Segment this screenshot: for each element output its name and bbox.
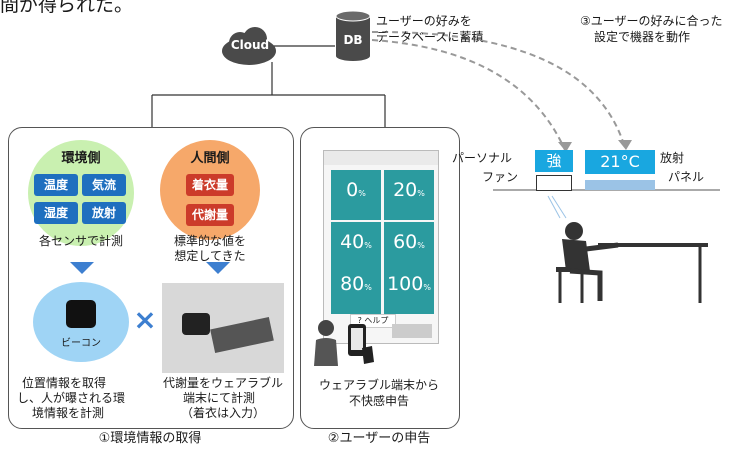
env-caption: 各センサで計測 (38, 234, 123, 248)
tile-0[interactable]: 0% (331, 170, 381, 220)
beacon-device-icon (66, 300, 96, 328)
chip-radiation: 放射 (82, 202, 126, 224)
human-desc-line1: 代謝量をウェアラブル (163, 376, 284, 390)
watch-icon (182, 313, 210, 335)
human-caption-line1: 標準的な値を (173, 234, 246, 248)
human-title: 人間側 (190, 151, 230, 166)
panel-setting-display: 21°C (585, 150, 655, 174)
chip-humidity: 湿度 (34, 202, 78, 224)
user-with-phone-icon (314, 320, 374, 366)
tile-100[interactable]: 100% (384, 264, 434, 314)
tile-60[interactable]: 60% (384, 222, 434, 272)
tile-20[interactable]: 20% (384, 170, 434, 220)
radiant-panel-icon (585, 180, 655, 190)
tile-40[interactable]: 40% (331, 222, 381, 272)
db-label: DB (343, 33, 363, 47)
human-desc-line3: （着衣は入力） (181, 406, 266, 420)
wearable-photo (162, 283, 284, 373)
env-title: 環境側 (61, 151, 101, 166)
beacon-label: ビーコン (61, 338, 101, 349)
seated-person-desk-icon (556, 222, 708, 303)
cloud-icon (222, 27, 276, 65)
env-desc-line3: 境情報を計測 (32, 406, 105, 420)
env-desc-line1: 位置情報を取得 (22, 376, 107, 390)
env-down-arrow (70, 262, 94, 274)
db-note-line1: ユーザーの好みを (376, 14, 472, 28)
cross-mark: × (133, 303, 157, 336)
chip-airflow: 気流 (82, 174, 126, 196)
action-note-line1: ③ユーザーの好みに合った (580, 14, 723, 28)
chip-clothing: 着衣量 (186, 174, 234, 196)
database-icon (335, 10, 371, 61)
wearable-desc-line1: ウェアラブル端末から (318, 378, 439, 392)
panel-label-line1: 放射 (660, 151, 685, 165)
action-note-line2: 設定で機器を動作 (594, 30, 691, 44)
top-text-fragment: 間が得られた。 (0, 0, 134, 16)
section2-label: ②ユーザーの申告 (327, 431, 431, 446)
chip-metabolism: 代謝量 (186, 204, 234, 226)
tile-80[interactable]: 80% (331, 264, 381, 314)
human-caption-line2: 想定してきた (174, 249, 246, 263)
fan-setting-display: 強 (535, 150, 573, 172)
chip-temperature: 温度 (34, 174, 78, 196)
db-note-line2: データベースに蓄積 (376, 30, 484, 44)
fan-device-icon (536, 175, 572, 191)
phone-icon (210, 317, 274, 353)
env-desc-line2: し、人が曝される環 (17, 391, 126, 405)
panel-label-line2: パネル (668, 170, 705, 184)
fan-label-line1: パーソナル (452, 151, 513, 165)
wearable-desc-line2: 不快感申告 (348, 394, 409, 408)
fan-label-line2: ファン (482, 170, 519, 184)
human-desc-line2: 端末にて計測 (183, 391, 256, 405)
app-bottom-button[interactable] (392, 324, 432, 338)
cloud-label: Cloud (230, 38, 270, 52)
human-down-arrow (206, 262, 230, 274)
app-header-bar (324, 151, 438, 165)
section1-label: ①環境情報の取得 (98, 431, 202, 446)
